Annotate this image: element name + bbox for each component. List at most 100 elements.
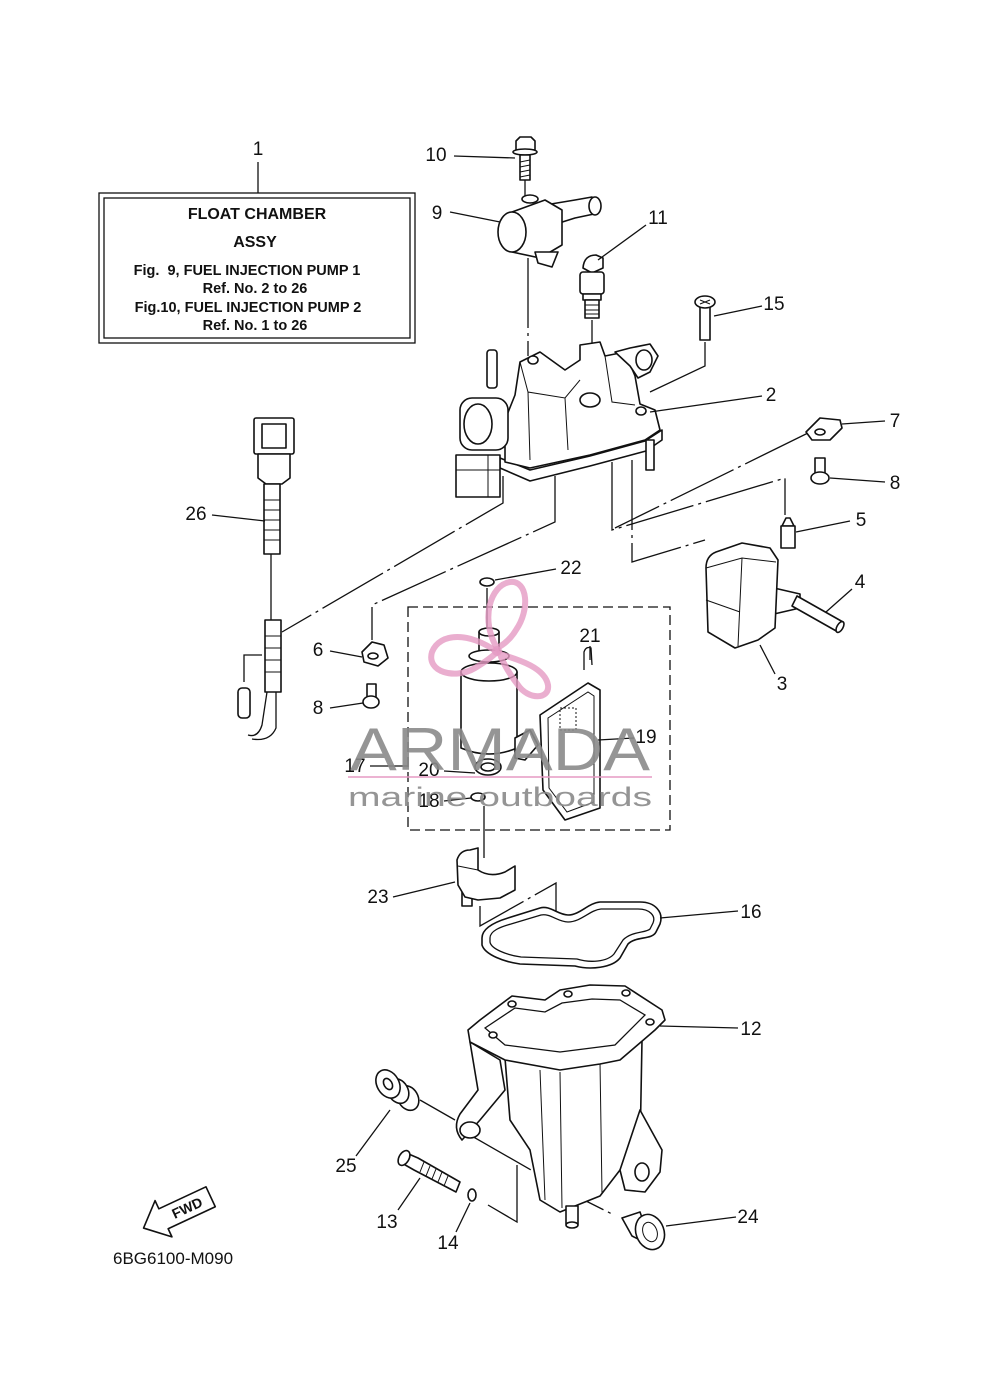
callout-label-3: 3 — [777, 674, 788, 695]
part-23-holder — [456, 847, 516, 901]
fwd-arrow-icon — [142, 1186, 217, 1238]
leader-line-14 — [455, 1202, 471, 1233]
callout-label-7: 7 — [890, 411, 901, 432]
part-26-tube-upper-bands — [264, 499, 280, 541]
part-15-cross — [699, 299, 711, 305]
leader-line-12 — [659, 1025, 739, 1029]
part-5-drawing — [780, 517, 796, 549]
part-8-lower-head — [362, 695, 380, 709]
part-10-threads — [519, 159, 531, 178]
leader-line-20 — [443, 770, 476, 774]
part-3-edges — [705, 557, 777, 647]
part-13-drawing — [397, 1149, 461, 1193]
part-12-hole-4 — [488, 1031, 498, 1039]
part-16-outer — [481, 901, 662, 969]
leader-lines — [211, 155, 886, 1233]
assembly-line-3-body — [631, 460, 706, 563]
part-26-drawing — [237, 417, 295, 741]
part-22-drawing — [479, 577, 495, 587]
note-box-line-2: ASSY — [233, 234, 277, 251]
part-11-body — [579, 271, 605, 295]
part-4-end — [835, 620, 845, 634]
part-4-pin — [791, 595, 844, 633]
watermark: ARMADA marine outboards — [348, 579, 652, 812]
part-20-ring-inner — [480, 762, 496, 772]
assembly-line-15-body — [649, 342, 706, 393]
part-13-threads — [419, 1161, 449, 1187]
part-12-ear-hole — [459, 1121, 481, 1139]
callout-labels: 1 10 9 11 15 2 7 8 5 4 3 26 22 21 6 8 19… — [185, 139, 900, 1254]
part-12-wall-lines — [539, 1061, 603, 1209]
part-5-tip — [781, 517, 795, 527]
part-6-hole — [367, 652, 379, 660]
part-20-drawing — [474, 758, 502, 776]
callout-label-19: 19 — [635, 727, 656, 748]
leader-line-16 — [659, 910, 739, 919]
part-12-hole-5 — [645, 1018, 655, 1026]
fwd-arrow: FWD — [142, 1186, 217, 1238]
leader-line-18 — [443, 797, 472, 802]
part-24-cap-inner — [642, 1221, 658, 1243]
note-box-line-1: FLOAT CHAMBER — [188, 206, 327, 223]
leader-line-25 — [355, 1109, 391, 1157]
note-box-line-4: Ref. No. 2 to 26 — [203, 281, 308, 297]
part-19-inner — [547, 691, 595, 813]
leader-line-8-lower — [329, 702, 364, 709]
assembly-line-26-body — [281, 476, 504, 633]
part-9-tube-end — [588, 196, 602, 216]
part-2-clamp-ring — [635, 349, 653, 371]
callout-label-20: 20 — [418, 760, 439, 781]
callout-label-17: 17 — [344, 756, 365, 777]
callout-label-22: 22 — [560, 558, 581, 579]
callout-label-26: 26 — [185, 504, 206, 525]
callout-label-16: 16 — [740, 902, 761, 923]
callout-label-15: 15 — [763, 294, 784, 315]
propeller-hub — [492, 646, 502, 656]
callout-label-25: 25 — [335, 1156, 356, 1177]
part-11-drawing — [579, 254, 605, 319]
leader-line-9 — [449, 211, 501, 223]
part-2-ear-hole — [527, 355, 539, 365]
part-11-thread-lines — [585, 304, 599, 315]
part-26-connector-socket — [261, 423, 287, 449]
part-15-shank — [699, 305, 711, 341]
part-8-upper-shank — [814, 457, 826, 474]
part-11-thread — [584, 299, 600, 319]
propeller-blade-top — [485, 579, 529, 652]
watermark-brand: ARMADA — [350, 716, 650, 783]
leader-line-8-upper — [829, 477, 886, 483]
part-9-face — [497, 211, 527, 253]
note-box-line-6: Ref. No. 1 to 26 — [203, 318, 308, 334]
figure-code: 6BG6100-M090 — [113, 1249, 233, 1268]
part-19-plate — [539, 682, 601, 821]
part-8-upper-head — [810, 471, 830, 485]
part-8-upper-drawing — [810, 457, 830, 485]
part-12-hole-2 — [563, 990, 573, 998]
part-2-mount-hole — [635, 406, 647, 416]
part-13-head — [397, 1149, 411, 1167]
leader-line-15 — [713, 305, 763, 317]
callout-label-8-upper: 8 — [890, 473, 901, 494]
part-17-terminal — [514, 729, 539, 761]
callout-label-21: 21 — [579, 626, 600, 647]
callout-label-2: 2 — [766, 385, 777, 406]
part-6-drawing — [361, 641, 389, 667]
leader-line-19 — [597, 737, 635, 741]
part-2-post — [645, 439, 655, 471]
leader-line-22 — [494, 568, 557, 581]
note-box-outer-border — [98, 192, 416, 344]
part-19-drawing — [539, 682, 601, 821]
part-12-hole-3 — [621, 989, 631, 997]
callout-label-24: 24 — [737, 1207, 759, 1228]
part-25-drawing — [375, 1069, 420, 1112]
part-7-hole — [814, 428, 826, 436]
part-18-drawing — [470, 792, 486, 802]
part-26-bracket-line — [243, 654, 262, 682]
leader-line-13 — [397, 1177, 421, 1211]
note-box: FLOAT CHAMBER ASSY Fig. 9, FUEL INJECTIO… — [98, 192, 416, 344]
watermark-tagline: marine outboards — [348, 782, 652, 812]
part-16-inner — [489, 908, 655, 962]
sub-assembly-17-box — [407, 606, 671, 831]
part-2-drawing — [455, 341, 663, 498]
